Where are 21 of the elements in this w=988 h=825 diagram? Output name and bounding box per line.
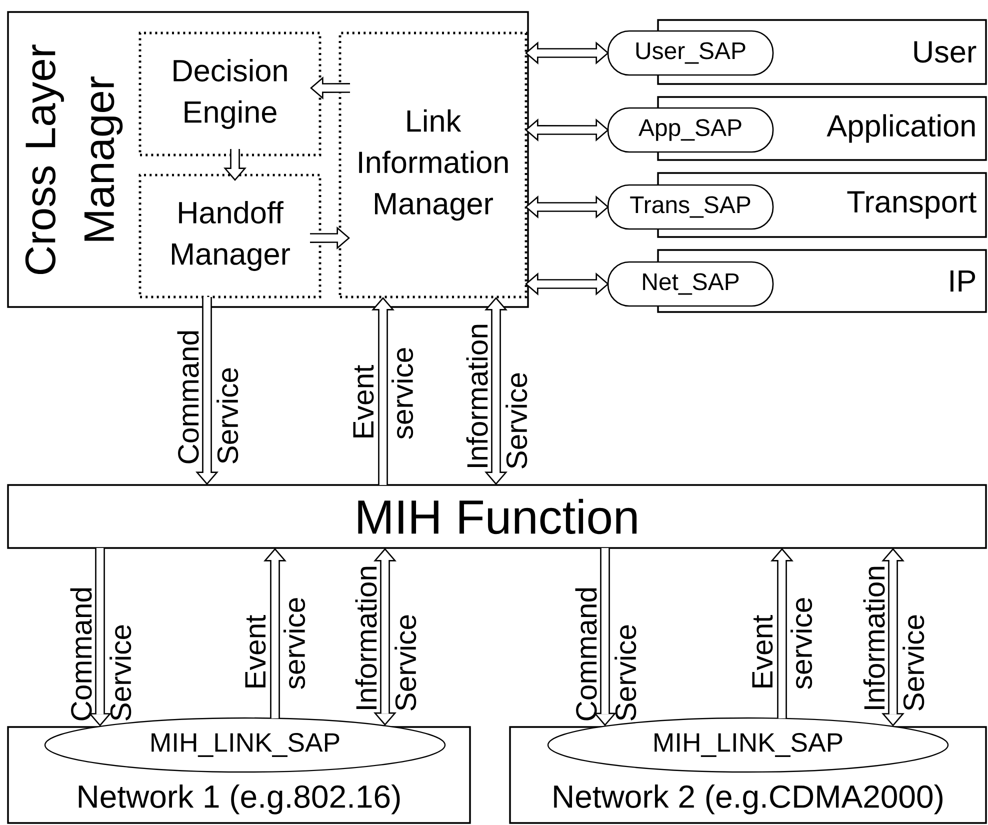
module-box: Link Information Manager — [338, 32, 528, 298]
block-arrow — [484, 297, 508, 485]
edge-label: Event service — [245, 598, 306, 689]
block-arrow — [525, 42, 609, 64]
sap-pill: Trans_SAP — [607, 184, 774, 230]
block-arrow — [525, 118, 609, 142]
edge-label: Information Service — [863, 566, 924, 710]
sap-pill: User_SAP — [607, 30, 774, 76]
function-bar: MIH Function — [7, 484, 987, 549]
sap-pill: App_SAP — [607, 107, 774, 153]
module-box: Handoff Manager — [138, 174, 322, 298]
edge-label: Information Service — [355, 566, 416, 710]
module-box: Decision Engine — [138, 32, 322, 156]
edge-label: Information Service — [466, 324, 528, 468]
block-arrow — [882, 548, 904, 726]
block-arrow — [525, 272, 609, 296]
edge-label: Event service — [752, 598, 812, 689]
block-arrow — [525, 196, 609, 218]
edge-label: Command Service — [177, 331, 238, 464]
edge-label: Event service — [353, 348, 414, 439]
sap-pill: Net_SAP — [607, 261, 774, 307]
